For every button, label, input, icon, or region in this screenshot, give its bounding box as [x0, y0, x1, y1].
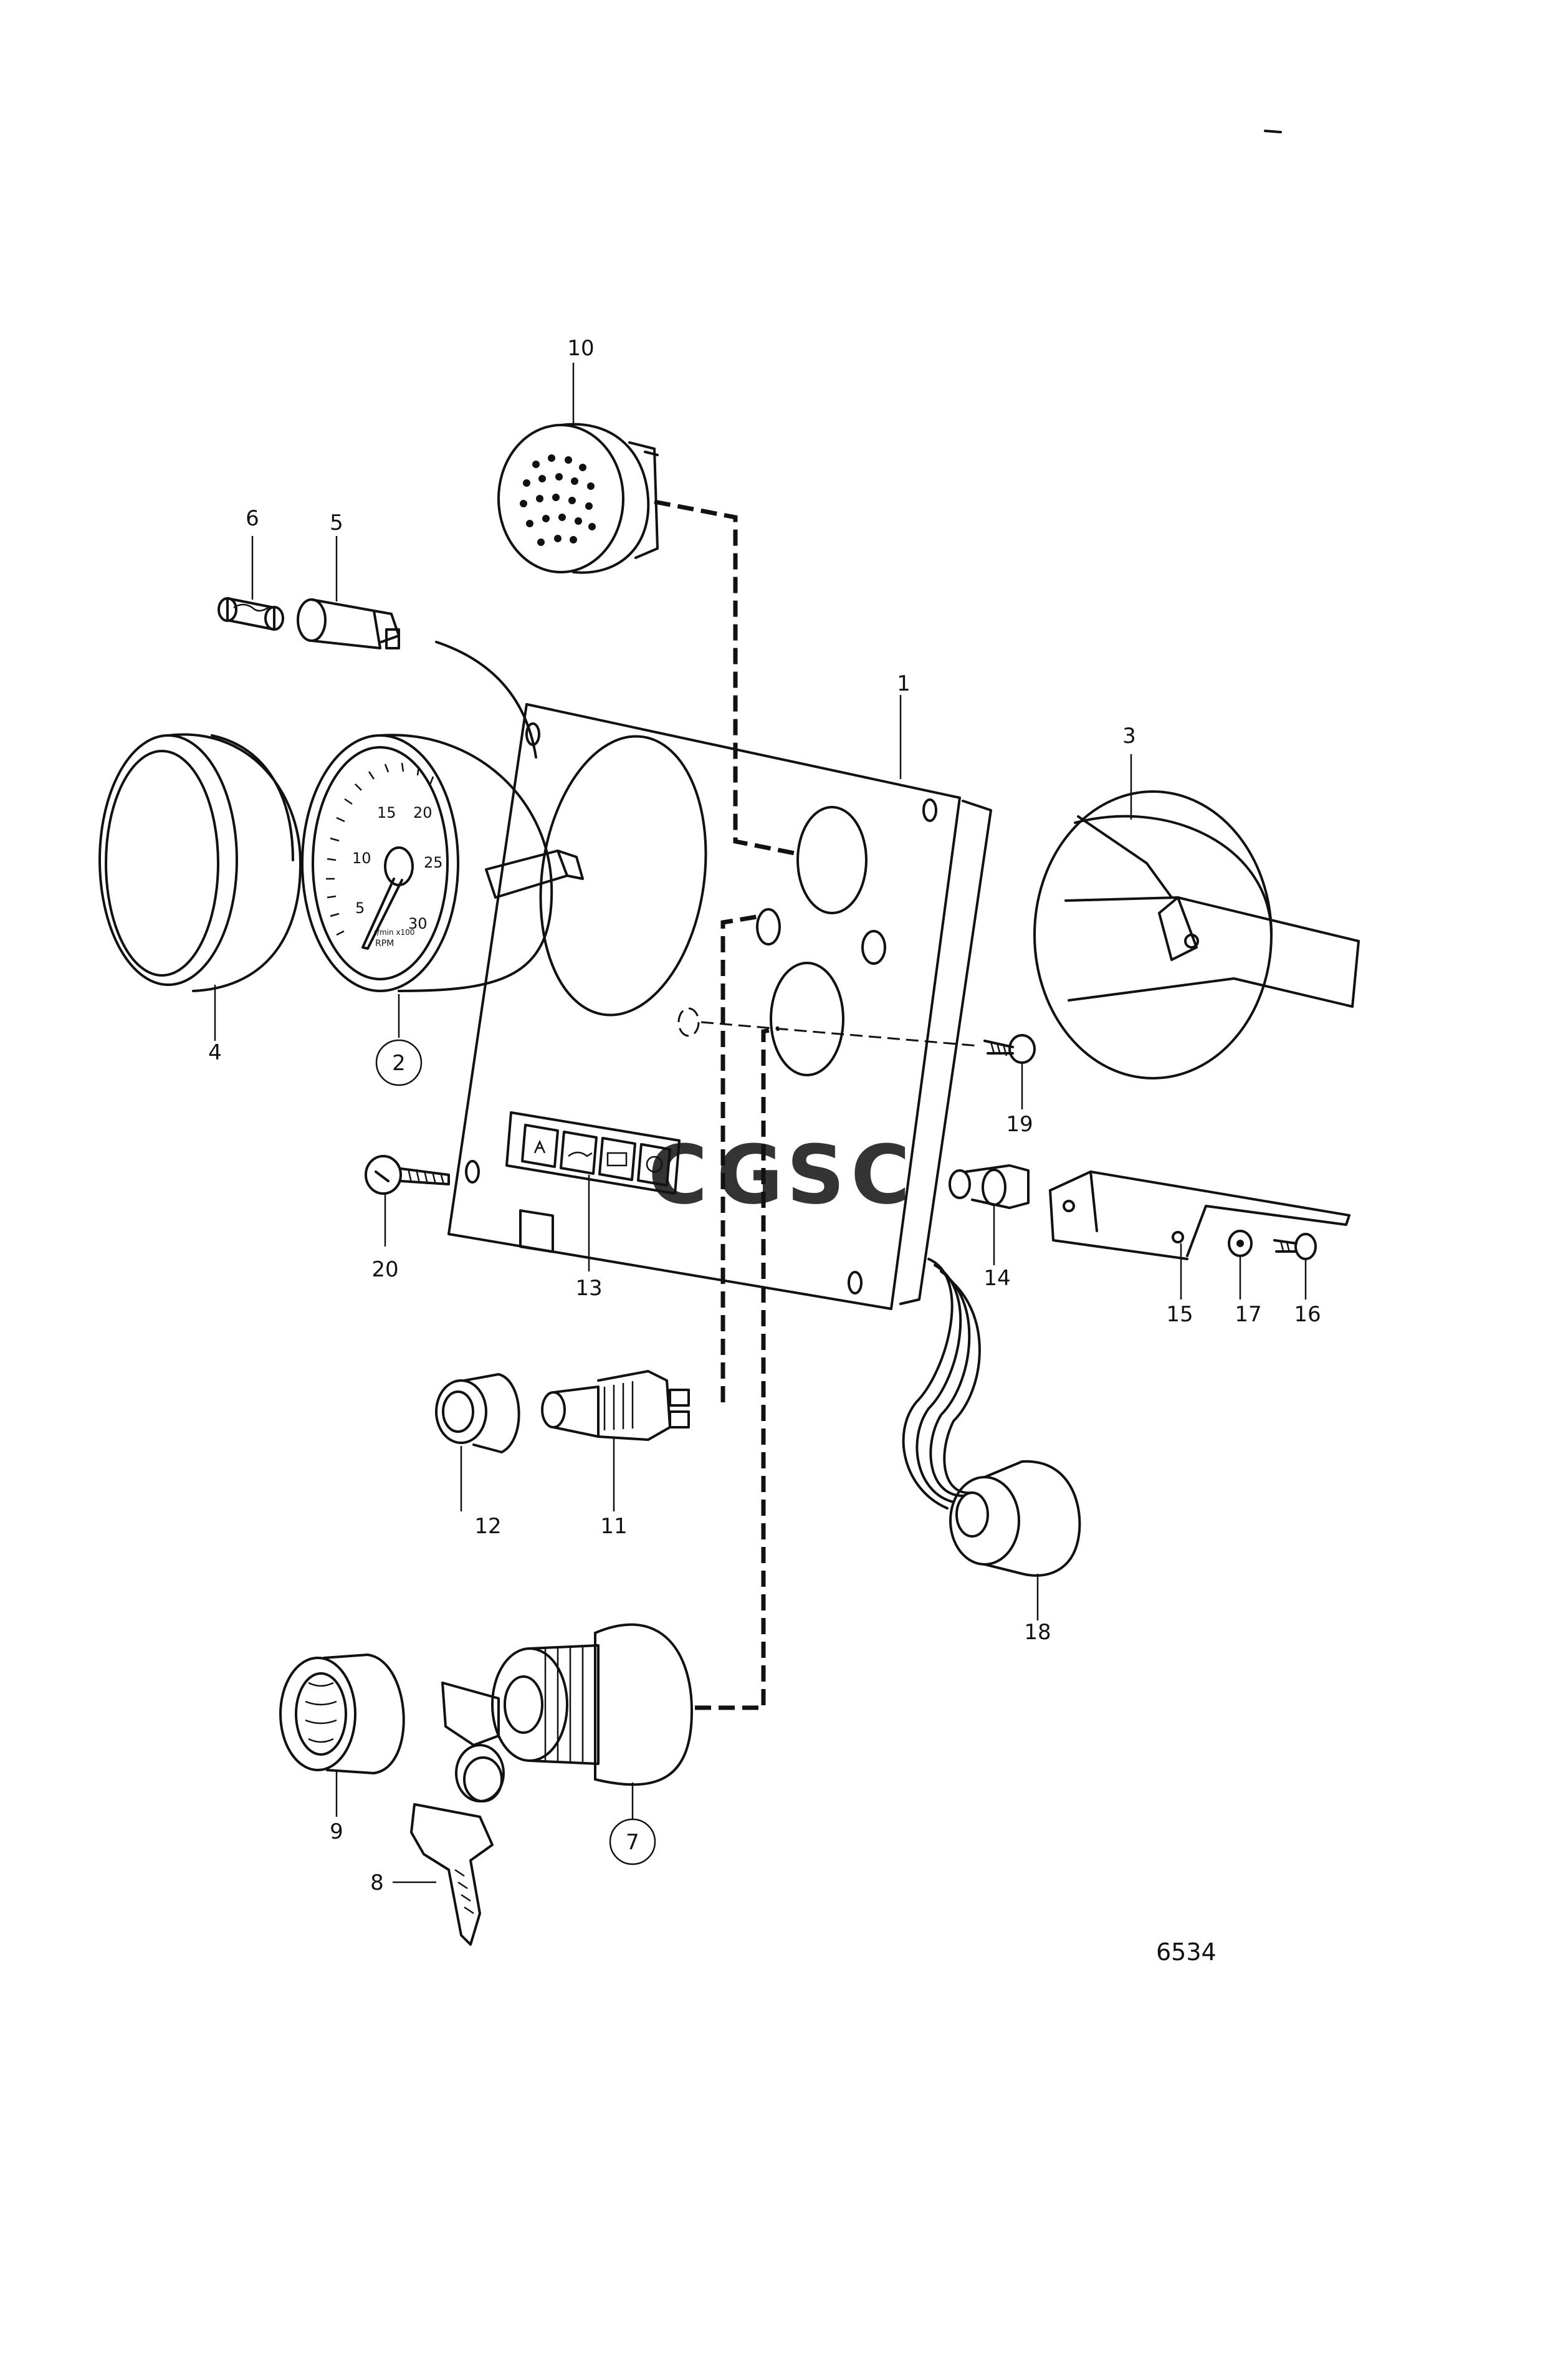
callout-19: 19: [1006, 1112, 1033, 1137]
callout-12: 12: [474, 1514, 501, 1539]
callout-16: 16: [1294, 1302, 1321, 1327]
callout-10: 10: [567, 336, 594, 361]
callout-15: 15: [1166, 1302, 1193, 1327]
plug-hole-pattern: [520, 454, 596, 546]
dial-ticks: [326, 762, 434, 936]
callout-7-circle: [609, 1818, 656, 1865]
watermark-letter-2: G: [717, 1127, 783, 1222]
rubber-plug: [497, 423, 659, 574]
key-switch-mount-hole: [770, 962, 844, 1076]
bulb-wire: [435, 641, 537, 759]
bulb-holder: [297, 598, 400, 649]
tachometer-needle: [361, 878, 403, 950]
control-lever-cover: [1033, 790, 1360, 1079]
key-lower: [410, 1803, 494, 1946]
watermark-letter-3: S: [786, 1127, 845, 1222]
callout-17: 17: [1235, 1302, 1261, 1327]
callout-7: 7: [626, 1830, 639, 1855]
lamp-bracket: [1049, 1170, 1350, 1260]
callout-1: 1: [897, 671, 911, 696]
scan-speck: [1264, 130, 1282, 133]
callout-5: 5: [330, 510, 343, 535]
instrument-panel: [447, 703, 992, 1310]
callout-14: 14: [983, 1266, 1010, 1291]
dial-label-15: 15: [377, 804, 396, 821]
ignition-key-switch: [491, 1623, 693, 1786]
wiring-harness: [902, 1258, 981, 1510]
watermark-letter-4: C: [851, 1127, 910, 1222]
callout-13: 13: [575, 1276, 602, 1301]
callout-6: 6: [246, 506, 259, 531]
tachometer: 5 10 15 20 25 30 r/min x100 RPM: [301, 734, 584, 992]
courtesy-lamp: [949, 1164, 1030, 1209]
callout-9: 9: [330, 1819, 343, 1844]
callout-2-circle: [375, 1039, 423, 1086]
callout-2: 2: [392, 1051, 406, 1076]
plug-assembly-line: [654, 499, 798, 856]
dial-label-20: 20: [413, 804, 433, 821]
key-upper: [441, 1682, 500, 1746]
callout-3: 3: [1122, 724, 1136, 749]
indicator-lamp-strip: [505, 1111, 681, 1253]
dial-label-30: 30: [408, 915, 428, 932]
callout-20: 20: [371, 1257, 398, 1282]
lock-washer-17: [1228, 1230, 1253, 1257]
panel-screw-20: [365, 1155, 450, 1195]
switch-11-assembly-line: [720, 914, 761, 1402]
callout-18: 18: [1024, 1620, 1051, 1645]
coolant-temp-lamp-icon: [521, 1124, 559, 1168]
dial-label-10: 10: [352, 849, 371, 867]
dial-label-5: 5: [355, 899, 365, 917]
ignition-keys: [410, 1682, 505, 1946]
oil-pressure-lamp-icon: [560, 1131, 598, 1175]
screw-16: [1273, 1233, 1317, 1260]
bezel-ring: [98, 733, 302, 992]
dial-label-25: 25: [424, 854, 443, 871]
bulb: [218, 597, 284, 631]
screw-hole-ghost: [677, 1007, 700, 1037]
tachometer-needle-hub: [384, 846, 414, 886]
leader-lines: [214, 363, 1307, 1883]
dial-unit: RPM: [375, 939, 394, 949]
tachometer-mount-hole: [539, 735, 707, 1017]
callout-11: 11: [600, 1514, 627, 1539]
dial-unit-small: r/min x100: [374, 928, 414, 937]
nut-12: [435, 1373, 520, 1453]
callouts: 1 2 3 4 5 6 7 8 9 10 11 12 13 14 15 16 1…: [208, 336, 1321, 1895]
multi-pin-connector: [949, 1460, 1081, 1577]
switch-mount-hole-upper: [796, 806, 868, 914]
drawing-number: 6534: [1156, 1938, 1217, 1966]
callout-8: 8: [370, 1870, 384, 1895]
preheat-lamp-icon: [637, 1143, 671, 1187]
panel-screw-19: [983, 1034, 1036, 1064]
cgsc-watermark: C G S C: [648, 1127, 910, 1222]
tachometer-face: [301, 734, 459, 992]
screw-19-assembly-line: [700, 1021, 979, 1047]
push-button-switch: [541, 1370, 690, 1441]
callout-4: 4: [208, 1040, 222, 1065]
watermark-letter-1: C: [648, 1127, 707, 1222]
key-switch-assembly-line: [695, 1026, 780, 1710]
ring-nut-9: [279, 1654, 405, 1774]
battery-charge-lamp-icon: [598, 1137, 636, 1181]
